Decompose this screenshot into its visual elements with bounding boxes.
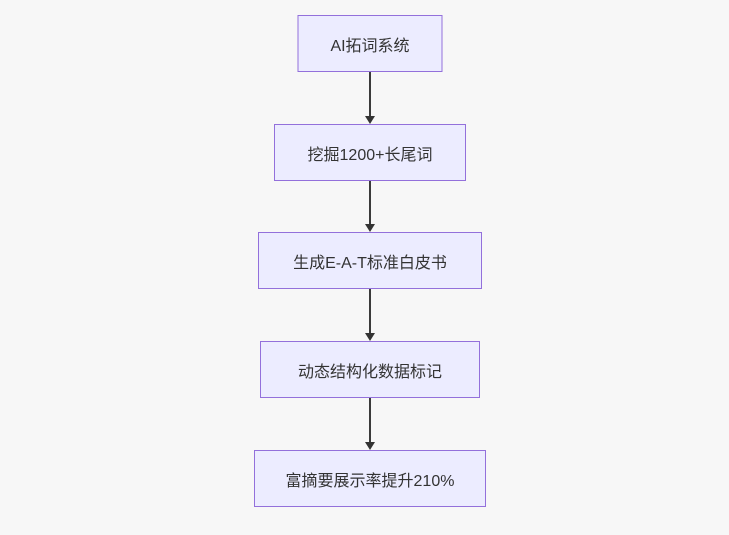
arrowhead-down-icon: [365, 116, 375, 124]
arrowhead-down-icon: [365, 224, 375, 232]
flow-node-label: 动态结构化数据标记: [297, 363, 442, 381]
arrow-line: [369, 289, 371, 333]
flow-edge-4: [365, 398, 375, 450]
flow-node-longtail-mining: 挖掘1200+长尾词: [274, 124, 466, 181]
arrow-line: [369, 398, 371, 442]
arrowhead-down-icon: [365, 333, 375, 341]
arrow-line: [369, 72, 371, 116]
flow-node-rich-snippet-result: 富摘要展示率提升210%: [254, 450, 486, 507]
flow-node-structured-data: 动态结构化数据标记: [260, 341, 480, 398]
flow-node-eat-whitepaper: 生成E-A-T标准白皮书: [258, 232, 482, 289]
flow-node-label: 挖掘1200+长尾词: [307, 146, 433, 164]
flow-node-label: AI拓词系统: [330, 37, 410, 55]
flow-edge-3: [365, 289, 375, 341]
arrowhead-down-icon: [365, 442, 375, 450]
flow-node-ai-word-system: AI拓词系统: [297, 15, 443, 72]
flow-edge-2: [365, 181, 375, 232]
flow-node-label: 生成E-A-T标准白皮书: [293, 254, 447, 272]
flow-edge-1: [365, 72, 375, 124]
flow-node-label: 富摘要展示率提升210%: [285, 472, 455, 490]
arrow-line: [369, 181, 371, 224]
